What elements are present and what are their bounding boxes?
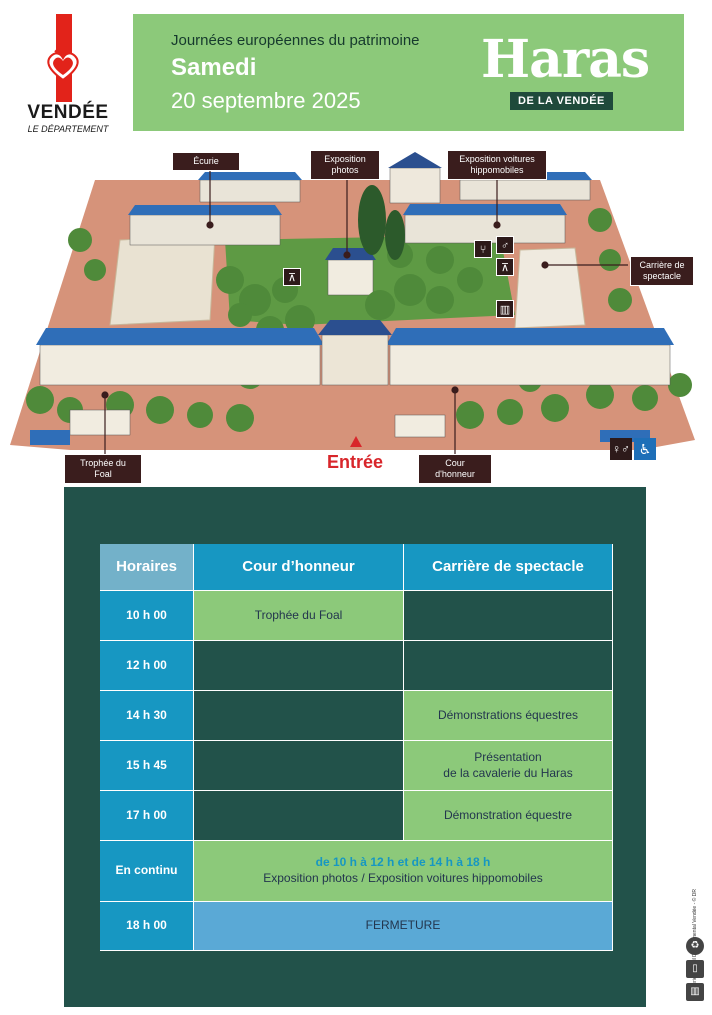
schedule-carriere-cell <box>404 591 613 641</box>
schedule-time: 14 h 30 <box>100 691 194 741</box>
map-label-expo-photos: Exposition photos <box>310 150 380 180</box>
schedule-cour-cell <box>194 641 404 691</box>
heart-crown-icon <box>47 48 79 82</box>
bin-icon: ▥ <box>686 983 704 1001</box>
schedule-closing-cell: FERMETURE <box>194 902 613 951</box>
picnic-icon: ⊼ <box>496 258 514 276</box>
phone-icon: ▯ <box>686 960 704 978</box>
event-header: Journées européennes du patrimoine Samed… <box>133 14 684 131</box>
brand-subtitle: LE DÉPARTEMENT <box>27 124 109 134</box>
schedule-carriere-line1: Présentation <box>474 749 542 764</box>
haras-logo-subtitle: DE LA VENDÉE <box>510 92 613 110</box>
schedule-carriere-cell: Démonstrations équestres <box>404 691 613 741</box>
schedule-panel: Horaires Cour d’honneur Carrière de spec… <box>64 487 646 1007</box>
schedule-continu-hours: de 10 h à 12 h et de 14 h à 18 h <box>315 855 491 870</box>
schedule-time: 12 h 00 <box>100 641 194 691</box>
schedule-time: En continu <box>100 841 194 902</box>
map-label-trophee: Trophée du Foal <box>64 454 142 484</box>
brand-name: VENDÉE <box>27 102 109 123</box>
toilets-icon: ♂ <box>496 236 514 254</box>
schedule-continu-cell: de 10 h à 12 h et de 14 h à 18 h Exposit… <box>194 841 613 902</box>
bin-icon: ▥ <box>496 300 514 318</box>
toilets-icon: ♀♂ <box>610 438 632 460</box>
event-date: 20 septembre 2025 <box>171 88 361 113</box>
schedule-time: 15 h 45 <box>100 741 194 791</box>
schedule-cour-cell <box>194 791 404 841</box>
schedule-header-carriere: Carrière de spectacle <box>404 544 613 591</box>
site-map-illustration <box>10 152 695 455</box>
picnic-icon: ⊼ <box>283 268 301 286</box>
schedule-cour-cell: Trophée du Foal <box>194 591 404 641</box>
schedule-cour-cell <box>194 741 404 791</box>
map-label-ecurie: Écurie <box>172 152 240 171</box>
wheelchair-icon: ♿ <box>634 438 656 460</box>
schedule-carriere-cell: Démonstration équestre <box>404 791 613 841</box>
vendee-logo: VENDÉE LE DÉPARTEMENT <box>18 12 118 137</box>
schedule-time: 17 h 00 <box>100 791 194 841</box>
schedule-time: 10 h 00 <box>100 591 194 641</box>
map-label-expo-voitures: Exposition voitures hippomobiles <box>447 150 547 180</box>
recycle-icon: ♻ <box>686 937 704 955</box>
schedule-time: 18 h 00 <box>100 902 194 951</box>
restaurant-icon: ⑂ <box>474 240 492 258</box>
event-title: Journées européennes du patrimoine <box>171 32 420 49</box>
site-map: Écurie Exposition photos Exposition voit… <box>0 140 712 484</box>
schedule-cour-cell <box>194 691 404 741</box>
schedule-carriere-cell: Présentation de la cavalerie du Haras <box>404 741 613 791</box>
schedule-carriere-line2: de la cavalerie du Haras <box>443 765 573 780</box>
map-label-carriere: Carrière de spectacle <box>630 256 694 286</box>
schedule-continu-text: Exposition photos / Exposition voitures … <box>263 871 543 885</box>
event-day: Samedi <box>171 54 257 81</box>
map-label-cour: Cour d'honneur <box>418 454 492 484</box>
schedule-header-cour: Cour d’honneur <box>194 544 404 591</box>
access-icons: ♀♂ ♿ <box>610 438 656 460</box>
haras-logo-text: Haras <box>481 29 650 90</box>
schedule-carriere-cell <box>404 641 613 691</box>
entrance-arrow-icon <box>350 436 362 447</box>
map-label-entree: Entrée <box>327 452 384 472</box>
schedule-header-horaires: Horaires <box>100 544 194 591</box>
